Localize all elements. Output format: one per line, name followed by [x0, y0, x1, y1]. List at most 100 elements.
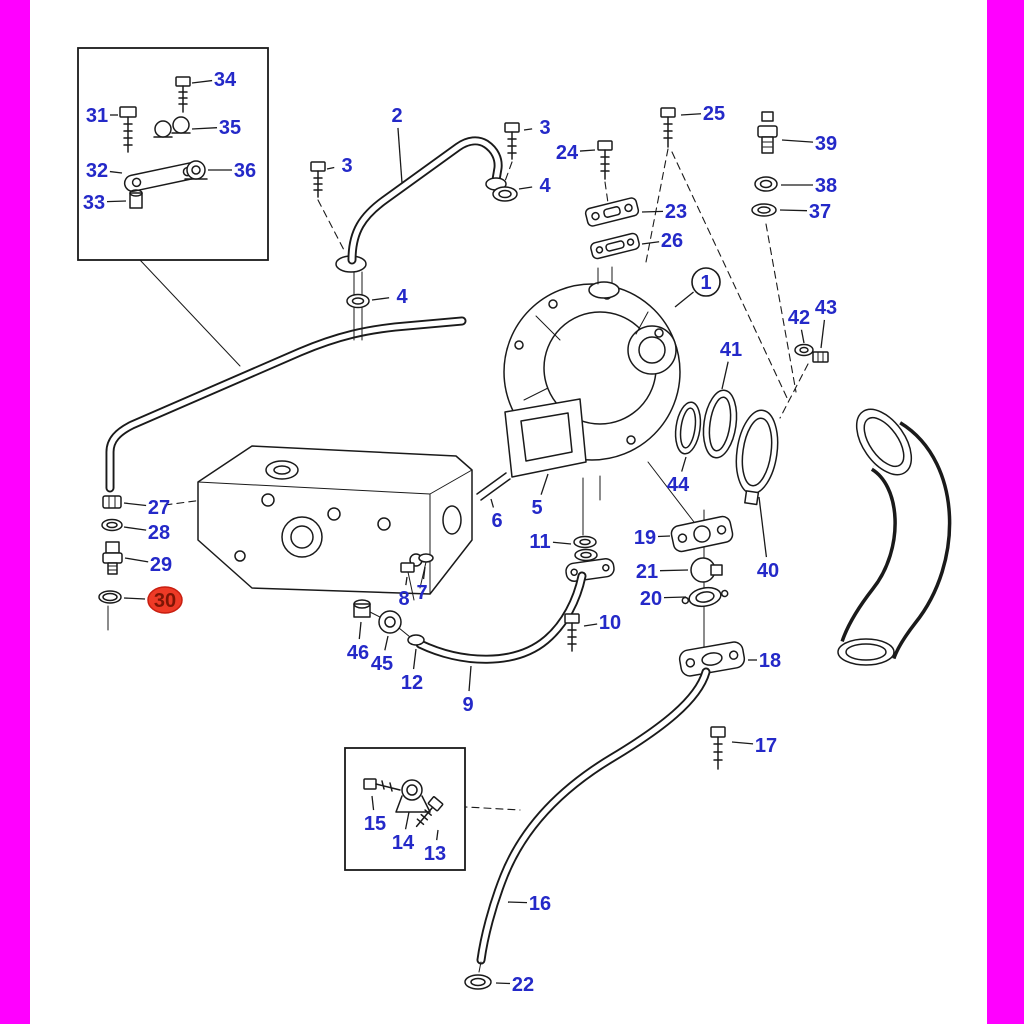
callout-label-35[interactable]: 35 [219, 117, 241, 139]
callout-31[interactable]: 31 [86, 105, 118, 127]
callout-label-43[interactable]: 43 [815, 297, 837, 319]
callout-8[interactable]: 8 [398, 576, 410, 610]
callout-6[interactable]: 6 [490, 498, 503, 532]
callout-label-17[interactable]: 17 [755, 735, 777, 757]
callout-label-45[interactable]: 45 [371, 653, 393, 675]
callout-label-26[interactable]: 26 [661, 230, 683, 252]
left-fitting-chain-drawing [98, 495, 123, 631]
callout-label-9[interactable]: 9 [462, 694, 473, 716]
callout-label-40[interactable]: 40 [757, 560, 779, 582]
callout-27[interactable]: 27 [123, 497, 170, 519]
callout-24[interactable]: 24 [556, 142, 596, 164]
callout-label-44[interactable]: 44 [667, 474, 690, 496]
callout-label-42[interactable]: 42 [788, 307, 810, 329]
callout-label-4[interactable]: 4 [396, 286, 408, 308]
callout-14[interactable]: 14 [392, 811, 415, 854]
callout-42[interactable]: 42 [788, 307, 810, 344]
callout-20[interactable]: 20 [640, 588, 687, 610]
callout-13[interactable]: 13 [424, 829, 446, 865]
callout-35[interactable]: 35 [191, 117, 241, 139]
callout-label-32[interactable]: 32 [86, 160, 108, 182]
callout-label-6[interactable]: 6 [491, 510, 502, 532]
callout-label-3[interactable]: 3 [539, 117, 550, 139]
callout-label-15[interactable]: 15 [364, 813, 386, 835]
callout-25[interactable]: 25 [680, 103, 725, 125]
callout-label-1[interactable]: 1 [700, 272, 711, 294]
callout-label-2[interactable]: 2 [391, 105, 402, 127]
callout-43[interactable]: 43 [815, 297, 837, 349]
callout-label-23[interactable]: 23 [665, 201, 687, 223]
callout-15[interactable]: 15 [364, 795, 386, 835]
callout-36[interactable]: 36 [208, 160, 256, 182]
callout-label-8[interactable]: 8 [398, 588, 409, 610]
callout-label-41[interactable]: 41 [720, 339, 742, 361]
callout-label-38[interactable]: 38 [815, 175, 837, 197]
callout-1[interactable]: 1 [674, 267, 721, 308]
callout-label-14[interactable]: 14 [392, 832, 415, 854]
callout-label-34[interactable]: 34 [214, 69, 237, 91]
callout-4[interactable]: 4 [518, 175, 551, 197]
callout-37[interactable]: 37 [779, 201, 831, 223]
callout-33[interactable]: 33 [83, 192, 127, 214]
callout-label-27[interactable]: 27 [148, 497, 170, 519]
callout-26[interactable]: 26 [641, 230, 683, 252]
callout-3[interactable]: 3 [326, 155, 353, 177]
callout-label-18[interactable]: 18 [759, 650, 781, 672]
callout-label-39[interactable]: 39 [815, 133, 837, 155]
hose-clamp-40 [735, 409, 779, 506]
callout-21[interactable]: 21 [636, 561, 689, 583]
callout-16[interactable]: 16 [507, 893, 551, 915]
callout-label-12[interactable]: 12 [401, 672, 423, 694]
washer-nut-42-43-drawing [794, 343, 829, 363]
callout-label-36[interactable]: 36 [234, 160, 256, 182]
callout-30[interactable]: 30 [123, 586, 183, 614]
callout-38[interactable]: 38 [781, 175, 837, 197]
callout-19[interactable]: 19 [634, 527, 671, 549]
callout-11[interactable]: 11 [529, 531, 572, 553]
callout-17[interactable]: 17 [731, 735, 777, 757]
callout-7[interactable]: 7 [416, 566, 428, 604]
callout-28[interactable]: 28 [123, 522, 170, 544]
callout-29[interactable]: 29 [124, 554, 172, 576]
callout-12[interactable]: 12 [401, 648, 423, 694]
callout-label-29[interactable]: 29 [150, 554, 172, 576]
callout-18[interactable]: 18 [748, 650, 781, 672]
callout-label-46[interactable]: 46 [347, 642, 369, 664]
callout-label-30[interactable]: 30 [154, 590, 176, 612]
callout-label-13[interactable]: 13 [424, 843, 446, 865]
callout-label-24[interactable]: 24 [556, 142, 579, 164]
callout-label-5[interactable]: 5 [531, 497, 542, 519]
callout-23[interactable]: 23 [641, 201, 687, 223]
callout-46[interactable]: 46 [347, 621, 369, 664]
callout-44[interactable]: 44 [667, 456, 690, 496]
callout-label-20[interactable]: 20 [640, 588, 662, 610]
callout-9[interactable]: 9 [462, 665, 474, 716]
callout-label-22[interactable]: 22 [512, 974, 534, 996]
callout-label-28[interactable]: 28 [148, 522, 170, 544]
callout-45[interactable]: 45 [371, 635, 393, 675]
callout-label-25[interactable]: 25 [703, 103, 725, 125]
callout-2[interactable]: 2 [391, 105, 403, 184]
callout-label-16[interactable]: 16 [529, 893, 551, 915]
callout-10[interactable]: 10 [583, 612, 621, 634]
callout-39[interactable]: 39 [781, 133, 837, 155]
callout-label-4[interactable]: 4 [539, 175, 551, 197]
callout-label-3[interactable]: 3 [341, 155, 352, 177]
callout-41[interactable]: 41 [720, 339, 742, 390]
callout-label-11[interactable]: 11 [529, 531, 550, 553]
callout-40[interactable]: 40 [757, 496, 779, 582]
callout-4[interactable]: 4 [371, 286, 408, 308]
callout-5[interactable]: 5 [531, 473, 549, 519]
callout-22[interactable]: 22 [495, 974, 534, 996]
callout-label-31[interactable]: 31 [86, 105, 108, 127]
callout-34[interactable]: 34 [191, 69, 237, 91]
callout-label-10[interactable]: 10 [599, 612, 621, 634]
callout-32[interactable]: 32 [86, 160, 123, 182]
callout-label-21[interactable]: 21 [636, 561, 658, 583]
callout-label-19[interactable]: 19 [634, 527, 656, 549]
callout-3[interactable]: 3 [523, 117, 551, 139]
callout-label-33[interactable]: 33 [83, 192, 105, 214]
callout-label-37[interactable]: 37 [809, 201, 831, 223]
callout-label-7[interactable]: 7 [416, 582, 427, 604]
